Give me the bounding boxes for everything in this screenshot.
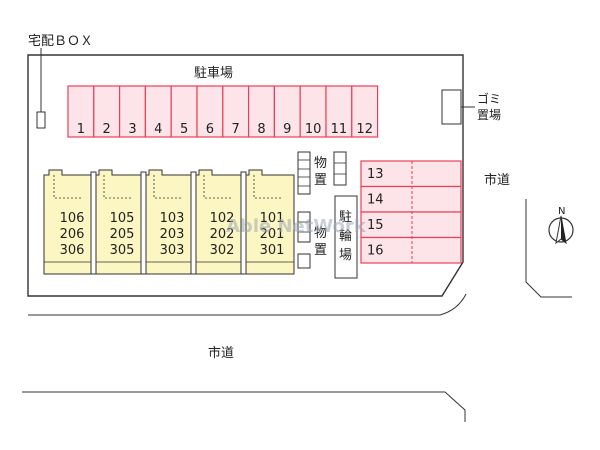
right-road-label: 市道 (484, 172, 510, 188)
delivery-box-label: 宅配ＢＯＸ (28, 34, 93, 49)
unit-room-number: 305 (110, 243, 135, 258)
unit-room-number: 205 (110, 227, 135, 242)
parking-space (144, 85, 172, 138)
parking-space (222, 85, 250, 138)
north-label: N (558, 206, 565, 217)
unit-room-number: 301 (260, 243, 285, 258)
parking-space-number: 13 (367, 167, 384, 182)
garbage-area (441, 89, 462, 125)
site-boundary (27, 54, 464, 297)
parking-title: 駐車場 (194, 66, 233, 81)
storage-lower-label-2: 置 (314, 243, 327, 258)
parking-space (118, 85, 146, 138)
unit-room-number: 206 (60, 227, 85, 242)
parking-space (273, 85, 301, 138)
unit-room-number: 303 (160, 243, 185, 258)
parking-space-number: 1 (77, 122, 85, 137)
parking-space-number: 8 (257, 122, 265, 137)
unit-room-number: 203 (160, 227, 185, 242)
storage-upper: 物 置 (297, 151, 347, 195)
unit-room-number: 106 (60, 211, 85, 226)
parking-space (360, 185, 462, 213)
unit-room-number: 103 (160, 211, 185, 226)
parking-space (351, 85, 379, 138)
parking-space-number: 6 (206, 122, 214, 137)
parking-space-number: 7 (232, 122, 240, 137)
bike-parking (334, 195, 358, 279)
parking-space (248, 85, 276, 138)
apartment-unit (43, 169, 95, 275)
bike-parking-label-1: 駐 (339, 210, 352, 225)
unit-room-number: 306 (60, 243, 85, 258)
unit-room-number: 105 (110, 211, 135, 226)
unit-room-number: 302 (210, 243, 235, 258)
parking-space-number: 3 (128, 122, 136, 137)
parking-space-number: 10 (305, 122, 322, 137)
storage-lower: 物 置 (297, 211, 327, 269)
parking-space-number: 12 (356, 122, 373, 137)
parking-space (360, 160, 462, 188)
unit-room-number: 102 (210, 211, 235, 226)
bottom-road-top-edge (28, 293, 467, 316)
parking-space-number: 5 (180, 122, 188, 137)
garbage-label-1: ゴミ (477, 91, 501, 106)
bottom-road-label: 市道 (208, 345, 234, 361)
parking-space-number: 15 (367, 218, 384, 233)
parking-space (325, 85, 353, 138)
parking-block-side: 13 14 15 16 (360, 160, 462, 264)
north-arrow-icon (548, 215, 574, 245)
parking-space-number: 16 (367, 244, 384, 259)
right-road-edge (525, 199, 572, 298)
parking-space-number: 2 (103, 122, 111, 137)
parking-space (299, 85, 327, 138)
bike-parking-label-3: 場 (339, 248, 352, 263)
unit-room-number: 201 (260, 227, 285, 242)
watermark: Able NetWork (226, 216, 367, 237)
parking-space-number: 4 (154, 122, 162, 137)
parking-space-number: 9 (283, 122, 291, 137)
parking-space (196, 85, 224, 138)
parking-space-number: 14 (367, 193, 384, 208)
unit-room-number: 101 (260, 211, 285, 226)
storage-lower-label-1: 物 (314, 226, 327, 241)
storage-upper-label-1: 物 (314, 156, 327, 171)
parking-space-number: 11 (331, 122, 348, 137)
bottom-road-bottom-edge (22, 391, 466, 422)
storage-upper-label-2: 置 (314, 173, 327, 188)
garbage-label-2: 置場 (477, 108, 501, 122)
bike-parking-label-2: 輪 (339, 228, 352, 244)
parking-space (360, 236, 462, 264)
delivery-box (36, 111, 46, 129)
unit-room-number: 202 (210, 227, 235, 242)
parking-space (360, 211, 462, 239)
